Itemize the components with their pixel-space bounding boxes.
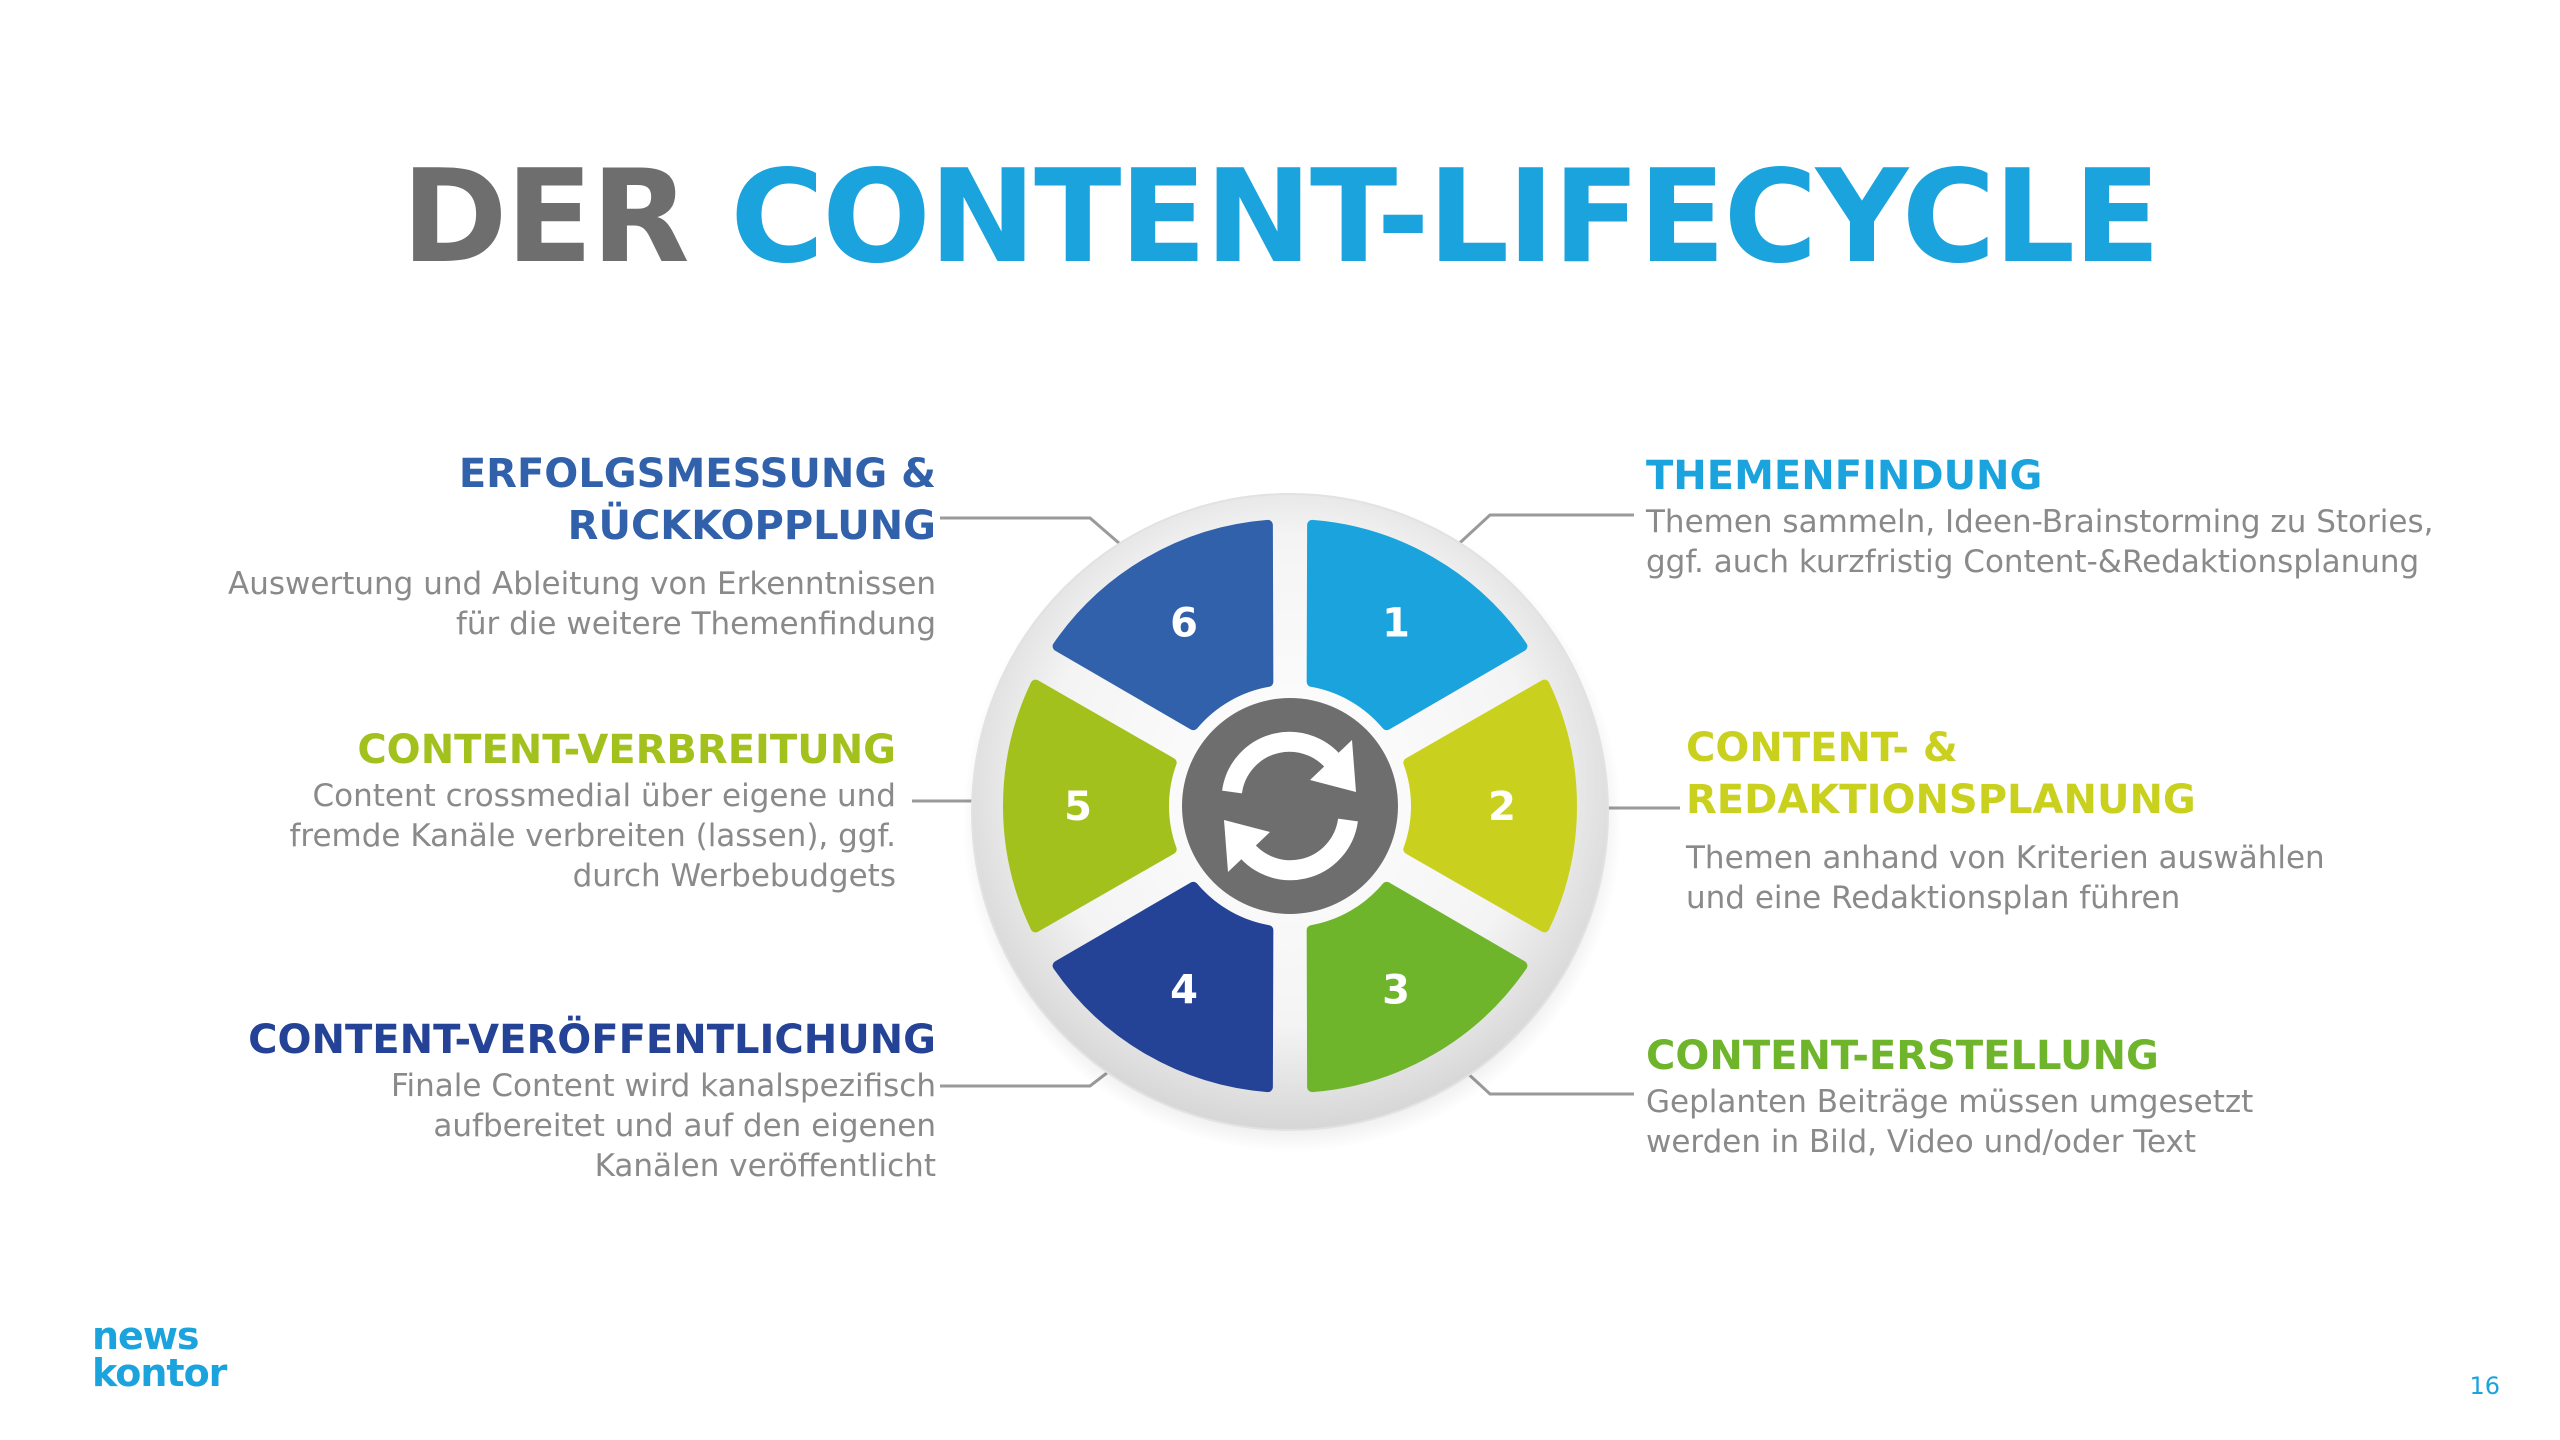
wheel-segment-6 <box>1052 519 1274 731</box>
title-part-blue: CONTENT-LIFECYCLE <box>730 143 2160 292</box>
segment-number-4: 4 <box>1170 968 1198 1014</box>
step-2-block: CONTENT- & REDAKTIONSPLANUNG Themen anha… <box>1686 722 2506 918</box>
step-3-description: Geplanten Beiträge müssen umgesetzt werd… <box>1646 1084 2254 1160</box>
center-circle <box>1182 698 1398 914</box>
wheel-segment-2 <box>1403 679 1577 933</box>
wheel-segment-5 <box>1003 679 1177 933</box>
step-6-block: ERFOLGSMESSUNG & RÜCKKOPPLUNG Auswertung… <box>110 448 936 644</box>
step-4-description: Finale Content wird kanalspezifisch aufb… <box>390 1068 936 1184</box>
newskontor-logo: news kontor <box>92 1314 227 1395</box>
step-2-description: Themen anhand von Kriterien auswählen un… <box>1686 840 2325 916</box>
slide-title: DER CONTENT-LIFECYCLE <box>0 138 2560 298</box>
step-5-block: CONTENT-VERBREITUNG Content crossmedial … <box>70 724 896 896</box>
logo-line-news: news <box>92 1314 200 1358</box>
step-2-heading: CONTENT- & REDAKTIONSPLANUNG <box>1686 725 2196 823</box>
page-number: 16 <box>2469 1372 2500 1400</box>
title-part-gray: DER <box>401 143 731 292</box>
step-3-block: CONTENT-ERSTELLUNG Geplanten Beiträge mü… <box>1646 1030 2466 1162</box>
wheel-segments: 1 2 3 4 5 6 <box>1003 519 1577 1093</box>
step-5-description: Content crossmedial über eigene und frem… <box>289 778 896 894</box>
segment-number-6: 6 <box>1170 600 1198 646</box>
step-4-block: CONTENT-VERÖFFENTLICHUNG Finale Content … <box>110 1014 936 1186</box>
segment-number-2: 2 <box>1488 784 1516 830</box>
refresh-cycle-icon <box>1222 731 1358 881</box>
step-1-description: Themen sammeln, Ideen-Brainstorming zu S… <box>1646 504 2434 580</box>
step-6-heading: ERFOLGSMESSUNG & RÜCKKOPPLUNG <box>458 451 936 549</box>
segment-number-3: 3 <box>1382 968 1410 1014</box>
step-5-heading: CONTENT-VERBREITUNG <box>357 727 896 773</box>
step-6-description: Auswertung und Ableitung von Erkenntniss… <box>228 566 936 642</box>
step-1-block: THEMENFINDUNG Themen sammeln, Ideen-Brai… <box>1646 450 2466 582</box>
wheel-segment-1 <box>1306 519 1528 731</box>
step-1-heading: THEMENFINDUNG <box>1646 453 2043 499</box>
logo-line-kontor: kontor <box>92 1351 227 1395</box>
step-3-heading: CONTENT-ERSTELLUNG <box>1646 1033 2159 1079</box>
segment-number-5: 5 <box>1064 784 1092 830</box>
step-4-heading: CONTENT-VERÖFFENTLICHUNG <box>248 1017 936 1063</box>
wheel-segment-4 <box>1052 881 1274 1093</box>
wheel-segment-3 <box>1306 881 1528 1093</box>
segment-number-1: 1 <box>1382 600 1410 646</box>
